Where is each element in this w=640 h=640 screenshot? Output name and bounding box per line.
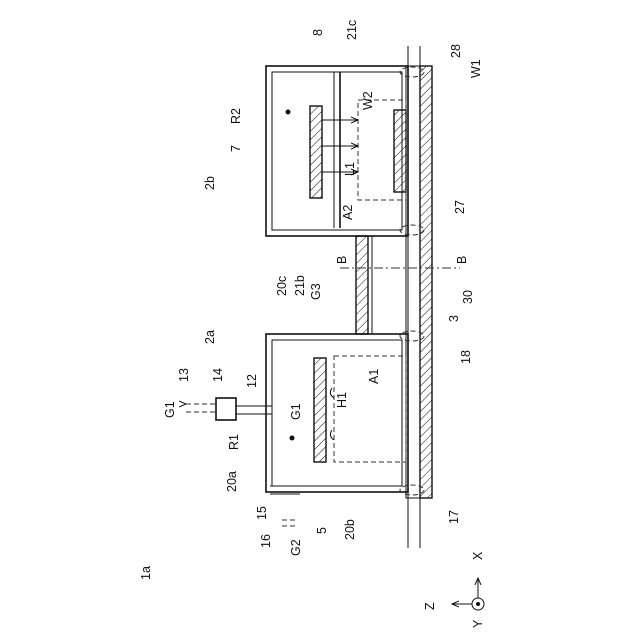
label-G2: G2: [289, 539, 303, 556]
label-G1-mid: G1: [289, 403, 303, 420]
label-H1: H1: [335, 392, 349, 408]
label-17: 17: [447, 510, 461, 524]
label-21b: 21b: [293, 275, 307, 296]
label-20b: 20b: [343, 519, 357, 540]
axis-indicator: [452, 578, 484, 610]
label-2b: 2b: [203, 176, 217, 190]
label-18: 18: [459, 350, 473, 364]
label-B-right: B: [455, 256, 469, 264]
label-20c: 20c: [275, 276, 289, 296]
axis-label-y: Y: [471, 619, 485, 628]
heater-7: [310, 106, 322, 198]
axis-label-x: X: [471, 551, 485, 560]
connector-20c: [356, 236, 368, 334]
label-R2: R2: [229, 108, 243, 124]
label-W2: W2: [361, 91, 375, 110]
point-R2: [286, 110, 291, 115]
label-device: 1a: [139, 566, 153, 580]
label-20a: 20a: [225, 471, 239, 492]
label-13: 13: [177, 368, 191, 382]
heater-5: [314, 358, 326, 462]
label-12: 12: [245, 374, 259, 388]
label-15: 15: [255, 506, 269, 520]
label-21c: 21c: [345, 20, 359, 40]
label-16: 16: [259, 534, 273, 548]
label-3: 3: [447, 315, 461, 322]
label-7: 7: [229, 145, 243, 152]
label-A1: A1: [367, 369, 381, 384]
label-30: 30: [461, 290, 475, 304]
axis-label-z: Z: [423, 602, 437, 610]
chamber-2b: [266, 66, 408, 236]
label-G3: G3: [309, 283, 323, 300]
label-2a: 2a: [203, 330, 217, 344]
label-R1: R1: [227, 434, 241, 450]
label-L1: L1: [343, 162, 357, 176]
pump-14: [216, 398, 236, 420]
label-27: 27: [453, 200, 467, 214]
transport-rail: [406, 46, 432, 548]
label-5: 5: [315, 527, 329, 534]
label-B-left: B: [335, 256, 349, 264]
label-W1: W1: [469, 59, 483, 78]
passage-G3: [372, 236, 408, 334]
wafer-W1: [394, 110, 406, 192]
point-R1: [290, 436, 295, 441]
label-14: 14: [211, 368, 225, 382]
label-A2: A2: [341, 205, 355, 220]
label-28: 28: [449, 44, 463, 58]
label-8: 8: [311, 29, 325, 36]
chamber-2a: [186, 334, 408, 526]
label-G1-top: G1: [163, 401, 177, 418]
